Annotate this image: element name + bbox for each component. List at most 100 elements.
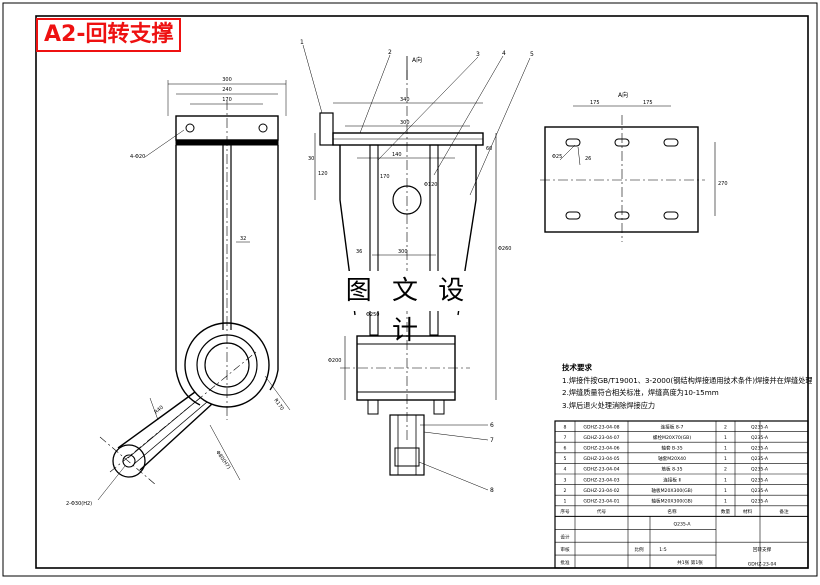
slot-hole bbox=[565, 211, 581, 220]
side-bolt-hole bbox=[185, 123, 195, 133]
bom-cell-no: 8 bbox=[564, 424, 567, 430]
bom-header-no: 序号 bbox=[560, 508, 570, 515]
slot-hole bbox=[614, 211, 630, 220]
tb-designer: 设计 bbox=[560, 533, 570, 540]
tb-material: Q235-A bbox=[673, 521, 691, 527]
balloon-1: 1 bbox=[300, 39, 304, 46]
front-lug bbox=[433, 399, 445, 415]
bom-cell-qty: 1 bbox=[724, 446, 727, 452]
side-pivot-outer bbox=[184, 322, 270, 408]
note-item: 2.焊缝质量符合相关标准，焊缝高度为10-15mm bbox=[562, 388, 719, 397]
front-nut bbox=[394, 447, 420, 467]
top-view bbox=[540, 105, 716, 242]
bom-cell-code: GDHZ-23-04-01 bbox=[583, 499, 619, 505]
bom-cell-code: GDHZ-23-04-06 bbox=[583, 446, 619, 452]
bom-cell-no: 2 bbox=[564, 488, 567, 494]
front-dim: 300 bbox=[398, 249, 408, 255]
technical-notes: 技术要求 1.焊接件按GB/T19001、3-2000(钢结构焊接通用技术条件)… bbox=[562, 362, 812, 412]
drawing-title: A2-回转支撑 bbox=[36, 18, 182, 52]
leader bbox=[423, 431, 489, 441]
slot-hole bbox=[663, 138, 679, 147]
outer-frame bbox=[2, 2, 818, 577]
leader bbox=[149, 397, 159, 421]
front-tube-wall bbox=[356, 391, 456, 401]
bom-cell-qty: 2 bbox=[724, 424, 727, 430]
inner-frame bbox=[35, 15, 809, 569]
bom-cell-code: GDHZ-23-04-03 bbox=[583, 477, 619, 483]
side-dim-300: 300 bbox=[222, 77, 232, 83]
bom-cell-no: 4 bbox=[564, 467, 567, 473]
side-arm-edge bbox=[117, 391, 196, 449]
front-dim: 170 bbox=[380, 174, 390, 180]
bom-cell-name: 筋板 8-35 bbox=[661, 466, 682, 473]
bom-cell-no: 7 bbox=[564, 435, 567, 441]
note-item: 1.焊接件按GB/T19001、3-2000(钢结构焊接通用技术条件)焊接并在焊… bbox=[562, 375, 812, 385]
side-rib-width: 32 bbox=[240, 236, 246, 242]
slot-hole bbox=[565, 138, 581, 147]
tb-sheet: 共1张 第1张 bbox=[677, 559, 703, 566]
balloon-6: 6 bbox=[490, 422, 494, 429]
leader bbox=[144, 129, 185, 158]
bom-frame bbox=[554, 420, 809, 569]
front-dim: Φ250 bbox=[366, 312, 379, 318]
bom-cell-no: 1 bbox=[564, 499, 567, 505]
bom-cell-code: GDHZ-23-04-04 bbox=[583, 467, 619, 473]
side-body-left bbox=[175, 145, 201, 406]
side-body-right bbox=[269, 145, 279, 391]
front-dim: 340 bbox=[400, 97, 410, 103]
bom-cell-qty: 1 bbox=[724, 499, 727, 505]
leader bbox=[209, 424, 241, 481]
bom-cell-qty: 1 bbox=[724, 477, 727, 483]
front-view-arrow-label: A向 bbox=[412, 56, 422, 64]
leader bbox=[359, 54, 391, 134]
leader bbox=[433, 55, 504, 176]
side-arm-dim: R40 bbox=[153, 405, 164, 416]
front-dim: Φ260 bbox=[498, 246, 511, 252]
watermark: 图 文 设 计 bbox=[333, 271, 483, 346]
balloon-2: 2 bbox=[388, 49, 392, 56]
top-plate bbox=[544, 126, 699, 233]
bom-header-mat: 材料 bbox=[743, 508, 753, 515]
front-dim: Φ120 bbox=[424, 182, 437, 188]
side-arm-centerline bbox=[99, 436, 157, 486]
tb-checker: 审核 bbox=[560, 546, 570, 553]
side-arm-edge bbox=[139, 403, 213, 471]
top-view-label: A向 bbox=[618, 91, 628, 99]
bom-header-code: 代号 bbox=[597, 508, 607, 515]
balloon-3: 3 bbox=[476, 51, 480, 58]
top-dim: 175 bbox=[590, 100, 600, 106]
bom-cell-name: 轴板M20X300(GB) bbox=[651, 498, 692, 505]
front-lug bbox=[367, 399, 379, 415]
leader bbox=[302, 44, 323, 114]
front-bolt-group bbox=[389, 414, 425, 476]
side-arm-rib bbox=[133, 401, 208, 465]
leader bbox=[469, 57, 531, 196]
bom-cell-qty: 2 bbox=[724, 467, 727, 473]
bom-cell-code: GDHZ-23-04-08 bbox=[583, 424, 619, 430]
notes-heading: 技术要求 bbox=[562, 363, 592, 372]
side-arm-dim: R170 bbox=[272, 398, 284, 412]
bom-cell-name: 螺栓M20X70(GB) bbox=[653, 434, 691, 441]
top-dim: Φ25 bbox=[552, 154, 562, 160]
bom-header-note: 备注 bbox=[779, 508, 789, 515]
front-dim: 30 bbox=[308, 156, 314, 162]
front-side-lug bbox=[319, 112, 334, 146]
tb-scale-label: 比例 bbox=[634, 546, 644, 553]
bom-cell-code: GDHZ-23-04-05 bbox=[583, 456, 619, 462]
tb-approve: 批准 bbox=[560, 559, 570, 566]
leader bbox=[264, 375, 291, 411]
side-arm-end bbox=[112, 444, 146, 478]
leader bbox=[418, 461, 489, 491]
side-dim-170: 170 bbox=[222, 97, 232, 103]
bom-header-qty: 数量 bbox=[721, 508, 731, 515]
balloon-8: 8 bbox=[490, 487, 494, 494]
bom-cell-no: 3 bbox=[564, 477, 567, 483]
side-pivot-inner bbox=[204, 342, 250, 388]
front-dim: 36 bbox=[356, 249, 362, 255]
tb-scale: 1:5 bbox=[659, 547, 666, 553]
bom-cell-qty: 1 bbox=[724, 435, 727, 441]
leader bbox=[377, 56, 479, 161]
tb-name: 回转支撑 bbox=[753, 546, 772, 553]
